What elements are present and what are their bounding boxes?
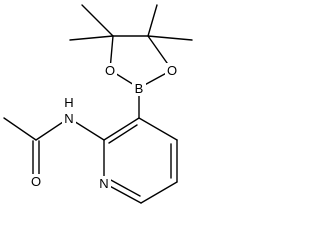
bond-c3-c4 (138, 117, 178, 141)
atom-n-amide: N (64, 111, 73, 126)
bond-c2-c3 (103, 117, 140, 141)
bond-c2-c3-inner (108, 124, 138, 144)
bond-carbonyl-methyl (3, 117, 37, 141)
atom-o-ring-left: O (105, 63, 115, 78)
bond-methyl-1 (81, 4, 114, 37)
chemical-structure: O O B H N O N (3, 4, 193, 204)
atom-boron: B (135, 81, 144, 96)
atom-n-pyridine: N (99, 176, 108, 191)
bond-methyl-3 (147, 4, 158, 37)
bond-c5-c6 (140, 181, 178, 204)
bonds (3, 4, 193, 204)
atom-o-carbonyl: O (31, 174, 41, 189)
atom-h-amide: H (64, 95, 73, 110)
bond-c6-n-inner (108, 178, 141, 197)
atom-o-ring-right: O (167, 63, 177, 78)
atom-labels: O O B H N O N (28, 63, 179, 191)
bond-methyl-2 (69, 35, 114, 41)
bond-methyl-4 (147, 35, 193, 41)
